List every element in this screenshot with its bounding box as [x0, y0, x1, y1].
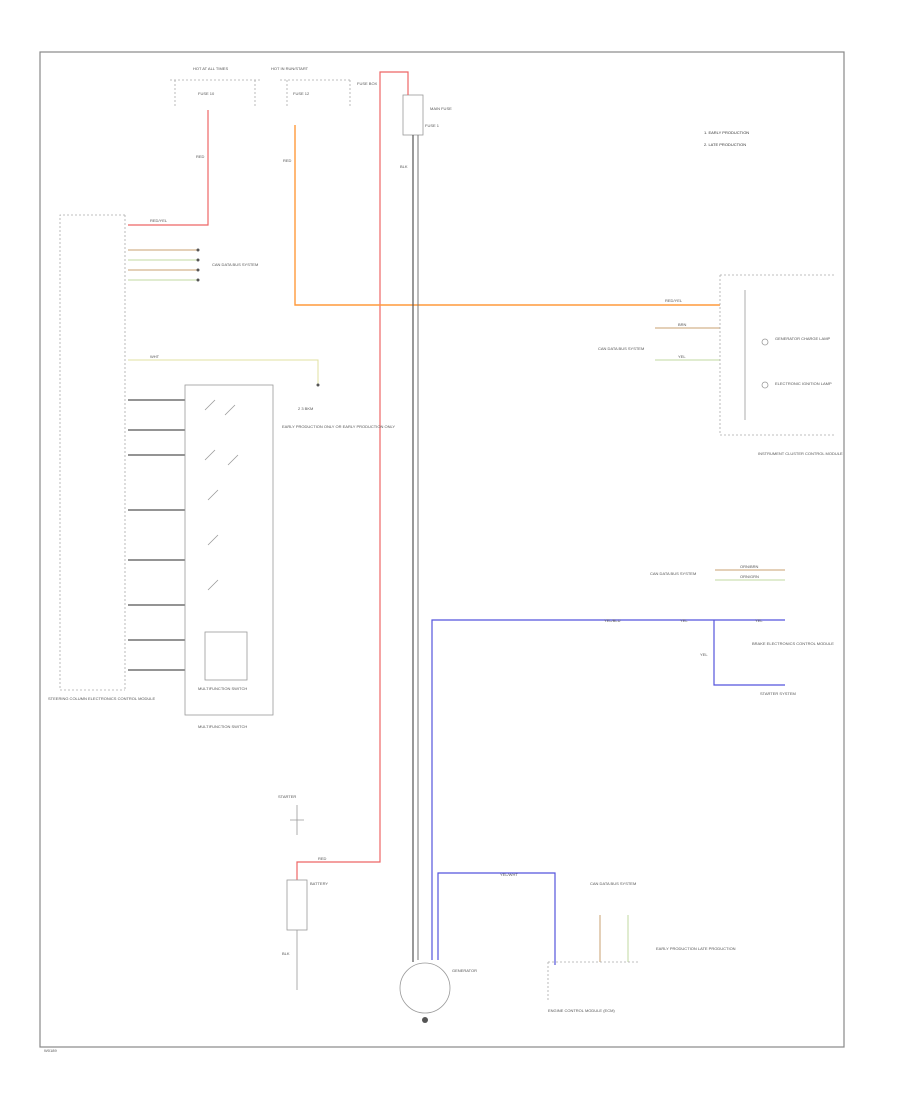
fuse-box-outline-b	[280, 79, 351, 108]
blue-wire-starter	[713, 620, 785, 686]
can-wires-brake: CAN DATA BUS SYSTEM ORN/BRN ORN/GRN	[650, 564, 785, 581]
figure-id: W0189	[44, 1048, 57, 1053]
ground-note: 2 3 BKM EARLY PRODUCTION ONLY OR EARLY P…	[282, 383, 395, 429]
can-cluster-label: CAN DATA BUS SYSTEM	[598, 346, 644, 351]
yellow-wire-label: WHT	[150, 354, 160, 359]
orange-wire-cluster	[294, 125, 720, 306]
power-source-group: HOT AT ALL TIMES HOT IN RUN/START FUSE 1…	[170, 66, 452, 169]
brake-module: BRAKE ELECTRONICS CONTROL MODULE STARTER…	[752, 641, 834, 696]
ground-note-conn: 2 3 BKM	[298, 406, 313, 411]
engine-module: CAN DATA BUS SYSTEM ENGINE CONTROL MODUL…	[547, 881, 736, 1013]
ecm-outline	[59, 214, 125, 691]
legend-early: 1. EARLY PRODUCTION	[704, 130, 749, 135]
starter-top-label: STARTER	[278, 794, 296, 799]
generator: GENERATOR	[399, 962, 477, 1023]
can-bottom-label: CAN DATA BUS SYSTEM	[590, 881, 636, 886]
cluster-outline	[719, 274, 835, 436]
battery-neg-label: BLK	[282, 951, 290, 956]
generator-lamp-label: GENERATOR CHARGE LAMP	[775, 336, 831, 341]
generator-lamp-icon	[761, 338, 769, 346]
switch-outline	[184, 384, 274, 716]
production-legend: 1. EARLY PRODUCTION 2. LATE PRODUCTION	[704, 130, 749, 147]
pin	[196, 268, 200, 272]
warning-lamp-icon	[761, 381, 769, 389]
battery-ground-top	[290, 805, 304, 835]
steering-ecm: STEERING COLUMN ELECTRONICS CONTROL MODU…	[48, 214, 156, 701]
wire-label-black-top: BLK	[400, 164, 408, 169]
switch-label: MULTIFUNCTION SWITCH	[198, 724, 247, 729]
can-brake-wire-a: ORN/BRN	[740, 564, 759, 569]
blue-small-label-3: YEL	[755, 618, 763, 623]
pin	[316, 383, 320, 387]
can-wires-left: CAN DATA BUS SYSTEM	[128, 248, 258, 282]
fuse-a-label: FUSE 10	[198, 91, 215, 96]
pin	[196, 258, 200, 262]
legend-late: 2. LATE PRODUCTION	[704, 142, 746, 147]
ecm-label: STEERING COLUMN ELECTRONICS CONTROL MODU…	[48, 696, 156, 701]
cluster-label: INSTRUMENT CLUSTER CONTROL MODULE	[758, 451, 843, 456]
warning-lamp-label: ELECTRONIC IGNITION LAMP	[775, 381, 832, 386]
starter-label: STARTER SYSTEM	[760, 691, 796, 696]
blue-generator-label: YEL/WHT	[500, 872, 518, 877]
switch-relay	[204, 631, 248, 681]
switch-wires	[128, 399, 185, 671]
blue-small-label-2: YEL	[680, 618, 688, 623]
early-late-note: EARLY PRODUCTION LATE PRODUCTION	[656, 946, 736, 951]
power-label-2: HOT IN RUN/START	[271, 66, 309, 71]
battery-red-label: RED	[318, 856, 327, 861]
engine-module-label: ENGINE CONTROL MODULE (ECM)	[548, 1008, 615, 1013]
multifunction-switch: MULTIFUNCTION SWITCH MULTIFUNCTION SWITC…	[184, 384, 274, 729]
can-brake-wire-b: ORN/GRN	[740, 574, 759, 579]
brake-module-label: BRAKE ELECTRONICS CONTROL MODULE	[752, 641, 834, 646]
fuse-c-label: FUSE 1	[425, 123, 440, 128]
generator-ground	[422, 1017, 428, 1023]
battery-body	[286, 879, 308, 931]
main-fuse-label: MAIN FUSE	[430, 106, 452, 111]
pin	[196, 278, 200, 282]
can-left-label: CAN DATA BUS SYSTEM	[212, 262, 258, 267]
generator-body	[399, 962, 451, 1014]
engine-module-outline	[547, 961, 640, 1000]
relay-label: MULTIFUNCTION SWITCH	[198, 686, 247, 691]
fuse-b-label: FUSE 12	[293, 91, 310, 96]
battery: STARTER BATTERY BLK	[278, 794, 328, 990]
instrument-cluster: GENERATOR CHARGE LAMP ELECTRONIC IGNITIO…	[719, 274, 843, 456]
orange-wire-label: RED/YEL	[665, 298, 683, 303]
wire-label-orange-top: RED	[283, 158, 292, 163]
blue-small-label: YEL	[700, 652, 708, 657]
blue-wire-label: YEL/BLU	[604, 618, 621, 623]
fuse-box-label: FUSE BOX	[357, 81, 378, 86]
fuse-box-outline-a	[170, 79, 260, 108]
red-wire-label: RED/YEL	[150, 218, 168, 223]
red-wire-ecm	[128, 110, 209, 226]
diagram-frame	[39, 51, 845, 1048]
red-wire-battery	[296, 71, 409, 880]
main-fuse-box	[402, 94, 424, 136]
wire-label-red: RED	[196, 154, 205, 159]
pin	[196, 248, 200, 252]
blue-wire-engine	[437, 872, 556, 965]
can-brake-label: CAN DATA BUS SYSTEM	[650, 571, 696, 576]
blue-wire-brake	[431, 619, 785, 960]
yellow-wire	[128, 359, 319, 385]
can-cluster-label-b: YEL	[678, 354, 686, 359]
generator-label: GENERATOR	[452, 968, 477, 973]
can-cluster-label-a: BRN	[678, 322, 687, 327]
battery-label: BATTERY	[310, 881, 328, 886]
switch-contacts	[204, 399, 239, 591]
can-wires-cluster: BRN YEL CAN DATA BUS SYSTEM	[598, 322, 720, 361]
power-label-1: HOT AT ALL TIMES	[193, 66, 228, 71]
ground-note-text: EARLY PRODUCTION ONLY OR EARLY PRODUCTIO…	[282, 424, 395, 429]
